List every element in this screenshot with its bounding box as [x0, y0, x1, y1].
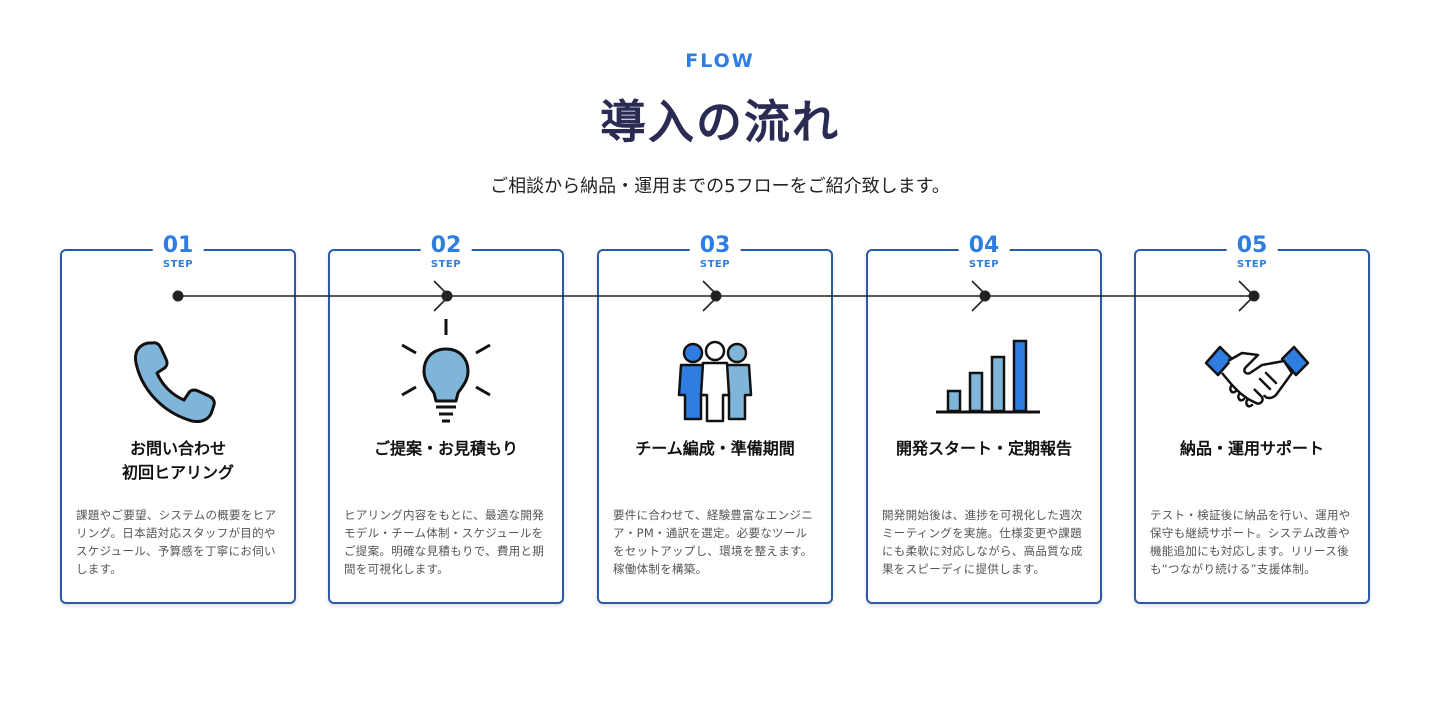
- step-number: 02: [430, 233, 462, 258]
- step-description: 開発開始後は、進捗を可視化した週次ミーティングを実施。仕様変更や課題にも柔軟に対…: [882, 508, 1083, 576]
- step-number: 04: [968, 233, 1000, 258]
- step-number: 05: [1236, 233, 1268, 258]
- step-badge: 05 STEP: [1226, 233, 1278, 271]
- step-title: 納品・運用サポート: [1136, 437, 1368, 461]
- section-label: FLOW: [685, 50, 755, 72]
- step-badge: 04 STEP: [958, 233, 1010, 271]
- team-icon: [665, 333, 765, 433]
- step-card-5: 05 STEP 納品・運用サポート テスト・検証後に納品を行い、運用や保守も継続…: [1134, 233, 1370, 604]
- step-description: ヒアリング内容をもとに、最適な開発モデル・チーム体制・スケジュールをご提案。明確…: [344, 508, 545, 576]
- step-title-line: お問い合わせ: [129, 439, 226, 458]
- step-badge: 02 STEP: [420, 233, 472, 271]
- step-title: チーム編成・準備期間: [599, 437, 831, 461]
- lightbulb-icon: [396, 319, 496, 423]
- step-label: STEP: [162, 259, 194, 270]
- bar-chart-icon: [934, 333, 1040, 433]
- phone-icon: [128, 333, 228, 433]
- step-label: STEP: [968, 259, 1000, 270]
- step-description: 課題やご要望、システムの概要をヒアリング。日本語対応スタッフが目的やスケジュール…: [76, 508, 277, 576]
- step-title: ご提案・お見積もり: [330, 437, 562, 461]
- step-label: STEP: [1236, 259, 1268, 270]
- step-title: 開発スタート・定期報告: [868, 437, 1100, 461]
- step-card-4: 04 STEP 開発スタート・定期報告 開発開始後は、進捗を可視化した週次ミーテ…: [866, 233, 1102, 604]
- step-badge: 01 STEP: [152, 233, 204, 271]
- handshake-icon: [1202, 333, 1310, 433]
- step-number: 01: [162, 233, 194, 258]
- step-title: お問い合わせ 初回ヒアリング: [62, 437, 294, 485]
- step-badge: 03 STEP: [689, 233, 741, 271]
- step-label: STEP: [430, 259, 462, 270]
- step-title-line: 開発スタート・定期報告: [895, 439, 1072, 458]
- step-card-2: 02 STEP ご提案・お見積もり ヒアリング内容をもとに、最適な開発モデル・チ…: [328, 233, 564, 604]
- step-title-line: チーム編成・準備期間: [635, 439, 795, 458]
- step-label: STEP: [699, 259, 731, 270]
- step-card-3: 03 STEP チーム編成・準備期間 要件に合わせて、経験豊富なエンジニア・PM…: [597, 233, 833, 604]
- step-description: 要件に合わせて、経験豊富なエンジニア・PM・通訳を選定。必要なツールをセットアッ…: [613, 508, 814, 576]
- step-number: 03: [699, 233, 731, 258]
- step-title-line: 初回ヒアリング: [121, 463, 234, 482]
- page-title: 導入の流れ: [600, 95, 840, 149]
- page-subtitle: ご相談から納品・運用までの5フローをご紹介致します。: [490, 176, 950, 197]
- step-card-1: 01 STEP お問い合わせ 初回ヒアリング 課題やご要望、システムの概要をヒア…: [60, 233, 296, 604]
- step-title-line: 納品・運用サポート: [1179, 439, 1324, 458]
- step-title-line: ご提案・お見積もり: [373, 439, 518, 458]
- step-description: テスト・検証後に納品を行い、運用や保守も継続サポート。システム改善や機能追加にも…: [1150, 508, 1351, 576]
